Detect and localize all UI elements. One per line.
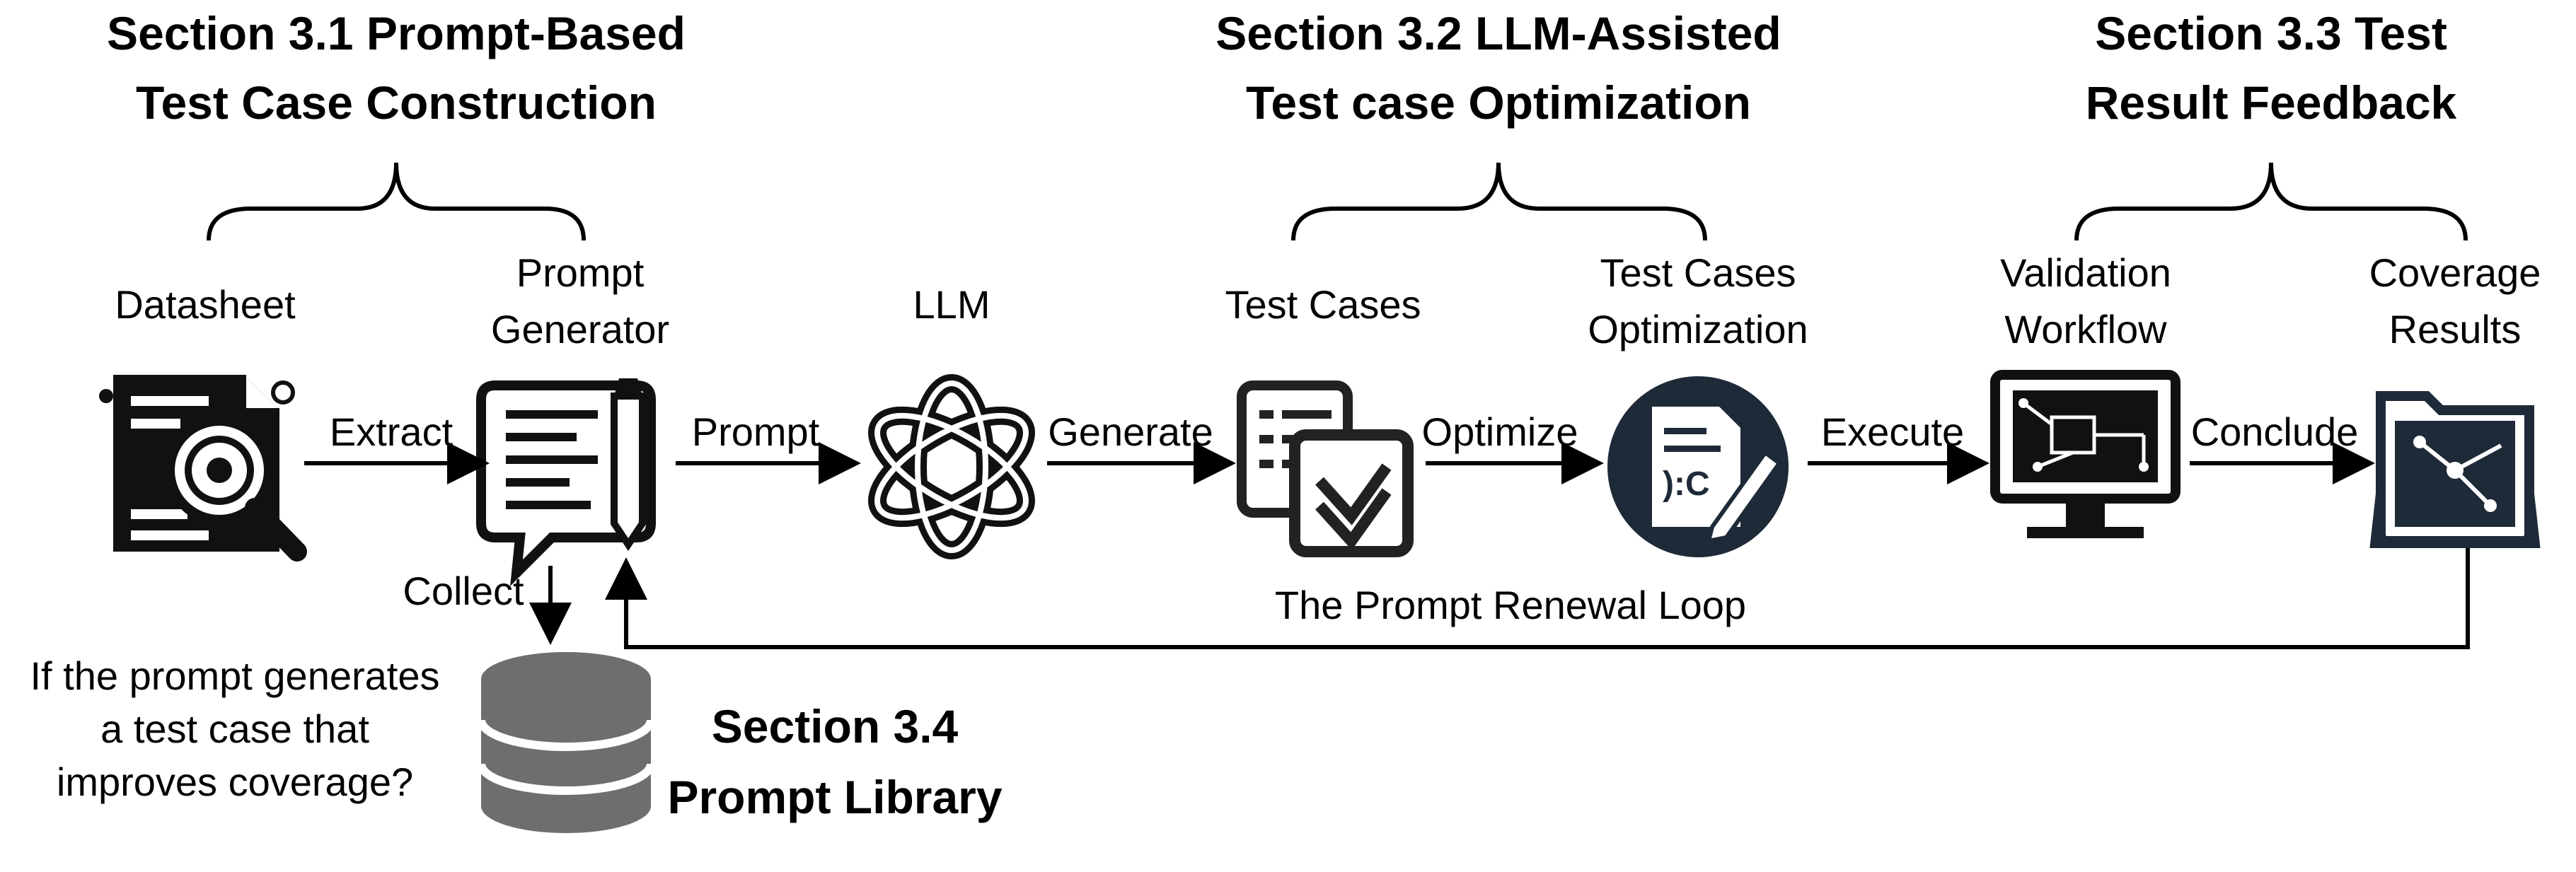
svg-text:):C: ):C bbox=[1663, 465, 1710, 503]
section-3-2-title-line1: Section 3.2 LLM-Assisted bbox=[1215, 7, 1781, 59]
condition-line1: If the prompt generates bbox=[30, 653, 439, 698]
database-icon bbox=[477, 652, 655, 833]
section-3-3-title-line2: Result Feedback bbox=[2086, 76, 2457, 129]
edge-label-execute: Execute bbox=[1821, 409, 1964, 454]
document-edit-icon: ):C bbox=[1607, 376, 1789, 557]
edge-label-conclude: Conclude bbox=[2191, 409, 2359, 454]
monitor-circuit-icon bbox=[1990, 370, 2181, 538]
prompt-generator-label-line2: Generator bbox=[491, 307, 669, 351]
validation-label-line1: Validation bbox=[2000, 250, 2171, 295]
section-3-3-title-line1: Section 3.3 Test bbox=[2095, 7, 2447, 59]
edge-label-prompt: Prompt bbox=[692, 409, 820, 454]
chat-pencil-icon bbox=[476, 378, 656, 586]
optimization-label-line1: Test Cases bbox=[1600, 250, 1796, 295]
datasheet-label: Datasheet bbox=[115, 282, 296, 327]
llm-knot-icon bbox=[868, 374, 1035, 559]
test-cases-label: Test Cases bbox=[1225, 282, 1421, 327]
condition-line2: a test case that bbox=[100, 707, 369, 751]
prompt-renewal-loop-label: The Prompt Renewal Loop bbox=[1275, 583, 1746, 627]
edge-label-generate: Generate bbox=[1048, 409, 1213, 454]
coverage-label-line2: Results bbox=[2389, 307, 2522, 351]
edge-label-optimize: Optimize bbox=[1422, 409, 1578, 454]
section-3-2-title-line2: Test case Optimization bbox=[1246, 76, 1751, 129]
section-3-4-title-line2: Prompt Library bbox=[667, 771, 1002, 823]
llm-label: LLM bbox=[913, 282, 990, 327]
folder-circuit-icon bbox=[2369, 391, 2541, 548]
section-3-2-brace bbox=[1291, 162, 1707, 241]
arrow-prompt-renewal-loop bbox=[605, 548, 2470, 649]
coverage-label-line1: Coverage bbox=[2369, 250, 2541, 295]
section-3-1-title-line2: Test Case Construction bbox=[136, 76, 657, 129]
section-3-3-brace bbox=[2074, 162, 2468, 241]
optimization-label-line2: Optimization bbox=[1588, 307, 1808, 351]
checklist-icon bbox=[1237, 380, 1414, 557]
edge-label-extract: Extract bbox=[330, 409, 454, 454]
section-3-1-title-line1: Section 3.1 Prompt-Based bbox=[107, 7, 686, 59]
section-3-4-title-line1: Section 3.4 bbox=[712, 700, 959, 752]
condition-line3: improves coverage? bbox=[57, 760, 413, 804]
datasheet-magnifier-icon bbox=[99, 375, 307, 562]
validation-label-line2: Workflow bbox=[2004, 307, 2167, 351]
prompt-generator-label-line1: Prompt bbox=[516, 250, 645, 295]
edge-label-collect: Collect bbox=[403, 569, 524, 613]
section-3-1-brace bbox=[207, 162, 586, 241]
